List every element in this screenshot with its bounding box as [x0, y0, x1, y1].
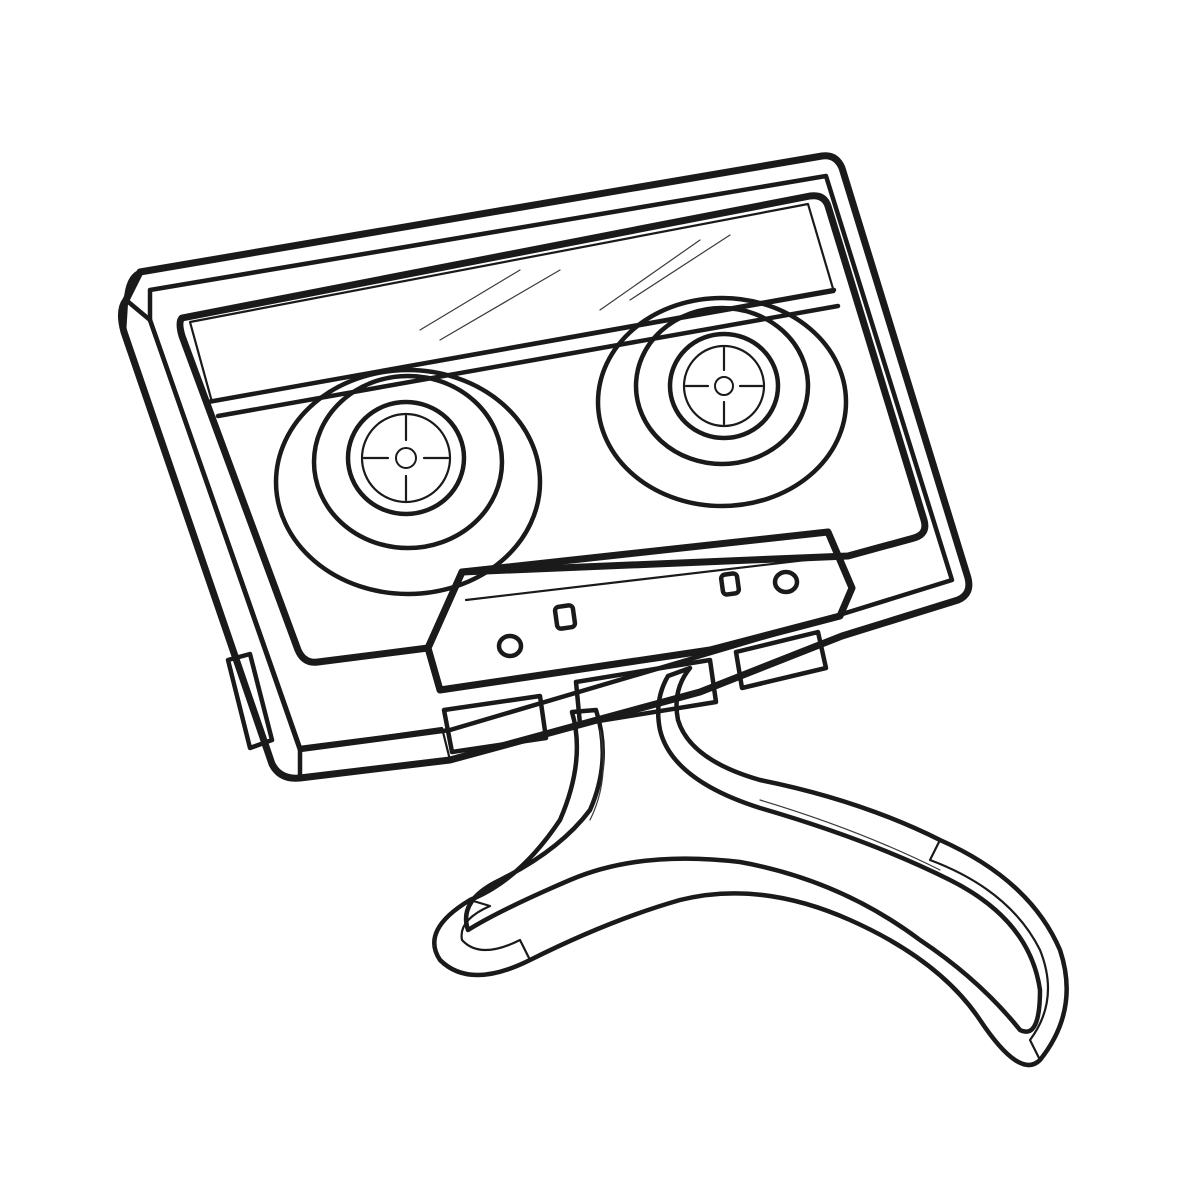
cassette-front-face	[147, 173, 955, 753]
left-reel-icon	[273, 367, 543, 597]
tape-loop	[432, 665, 1069, 1068]
right-reel-icon	[595, 295, 849, 509]
head-plate	[424, 528, 856, 694]
